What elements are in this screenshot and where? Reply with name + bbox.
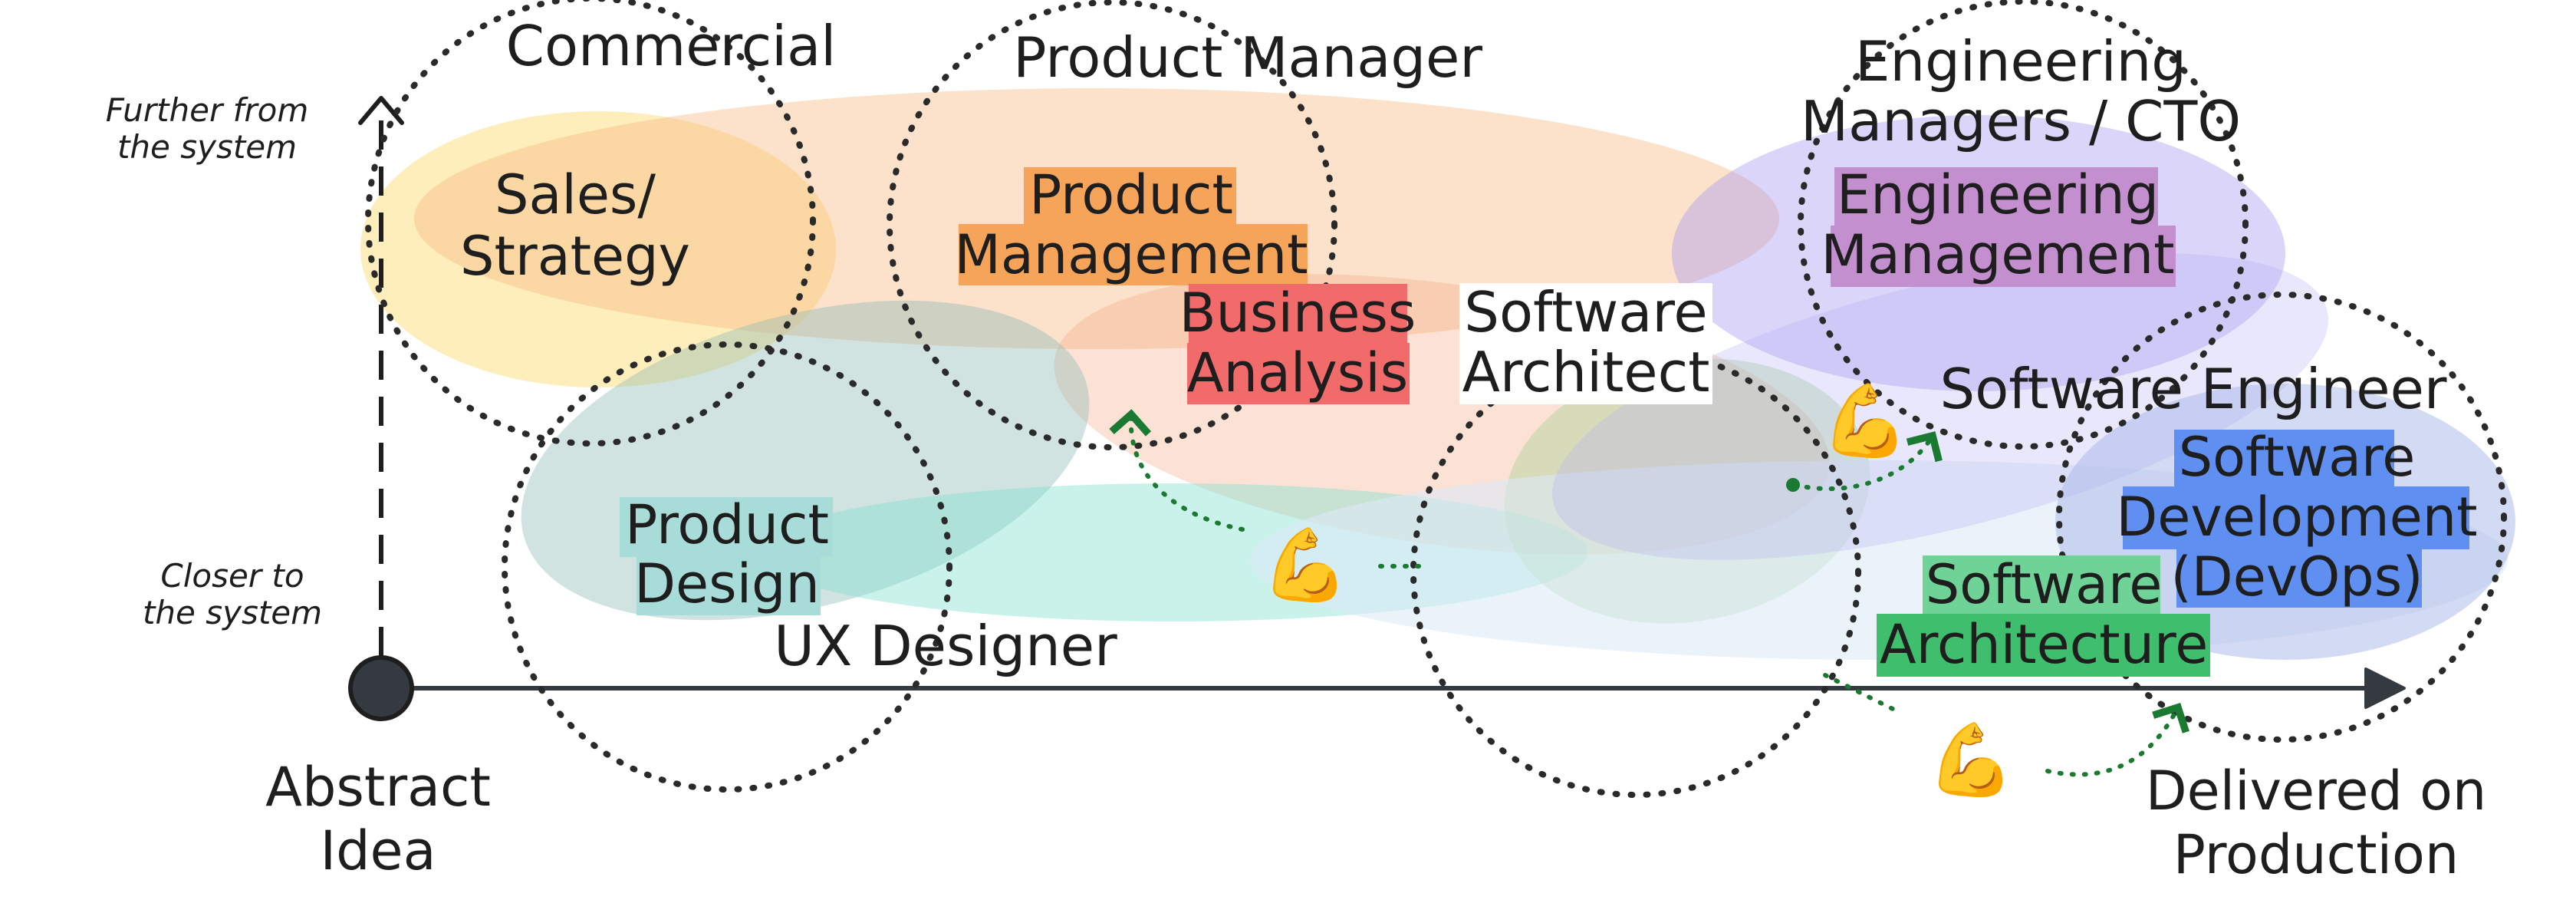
zone-eng-mgmt-diagonal	[1551, 253, 2329, 560]
circle-ux-designer	[502, 341, 952, 793]
area-sales-line2: Strategy	[460, 225, 690, 288]
origin-dot	[348, 655, 414, 721]
growth-arrow-to-production	[2045, 702, 2189, 777]
highlight-architect-label	[1459, 283, 1712, 404]
highlight-devops	[2176, 546, 2422, 608]
growth-icons: 💪 💪 💪	[1262, 381, 2015, 800]
circle-commercial	[365, 0, 816, 447]
area-software-architecture-line2: Architecture	[1880, 613, 2209, 676]
area-engineering-management-line1: Engineering	[1837, 163, 2159, 226]
role-ux-designer: UX Designer	[774, 614, 1117, 678]
role-engineering-managers-line2: Managers / CTO	[1801, 89, 2241, 153]
axis-labels: Further from the system Closer to the sy…	[106, 91, 2487, 886]
area-sales-line1: Sales/	[495, 163, 656, 226]
growth-arrow-start-dot	[1786, 478, 1800, 492]
growth-arrow-architect-tail	[1823, 673, 1904, 716]
circle-engineering-managers	[1798, 0, 2249, 450]
highlight-business	[1189, 284, 1407, 345]
circle-product-manager	[887, 0, 1337, 450]
y-top-label-line2: the system	[117, 128, 297, 166]
highlight-product-design-1	[620, 497, 833, 557]
x-start-label-line2: Idea	[320, 819, 436, 882]
x-start-label-line1: Abstract	[265, 756, 491, 819]
highlight-product-design-2	[637, 555, 821, 615]
area-product-design-line2: Design	[634, 552, 820, 615]
highlight-eng-management	[1831, 226, 2176, 287]
flexed-biceps-icon: 💪	[1262, 525, 1350, 605]
role-product-manager: Product Manager	[1013, 25, 1482, 90]
area-labels: Sales/ Strategy Product Management Busin…	[460, 163, 2478, 676]
y-bottom-label-line1: Closer to	[160, 557, 304, 595]
axes	[348, 96, 2406, 721]
y-axis-arrowhead	[358, 96, 404, 125]
area-business-analysis-line2: Analysis	[1187, 341, 1408, 404]
zone-sales-strategy	[360, 111, 836, 387]
y-bottom-label-line2: the system	[143, 594, 322, 631]
area-business-analysis-line1: Business	[1179, 282, 1416, 344]
role-labels: Commercial Product Manager Engineering M…	[506, 14, 2447, 678]
growth-arrow-to-engineering-managers	[1792, 431, 1943, 492]
highlight-engineering	[1834, 167, 2158, 229]
flexed-biceps-icon: 💪	[1821, 381, 1910, 461]
area-software-development-line3: (DevOps)	[2170, 545, 2423, 608]
area-engineering-management-line2: Management	[1821, 223, 2174, 286]
area-product-design-line1: Product	[625, 493, 829, 556]
growth-arrow-to-business-analysis	[1109, 409, 1245, 532]
highlight-analysis	[1187, 343, 1410, 404]
role-software-engineer: Software Engineer	[1940, 357, 2447, 421]
flexed-biceps-icon: 💪	[1927, 720, 2015, 800]
area-product-management-line2: Management	[954, 223, 1308, 286]
y-top-label-line1: Further from	[106, 91, 309, 129]
area-highlights	[620, 167, 2469, 677]
role-commercial: Commercial	[506, 14, 837, 78]
role-engineering-managers-line1: Engineering	[1855, 29, 2186, 94]
highlight-software	[2174, 430, 2394, 489]
x-axis-arrowhead	[2364, 667, 2406, 709]
circle-software-engineer	[2056, 292, 2507, 743]
area-product-management-line1: Product	[1029, 163, 1233, 226]
highlight-product	[1024, 167, 1236, 227]
x-end-label-line2: Production	[2173, 823, 2459, 886]
highlight-management	[959, 224, 1308, 285]
x-end-label-line1: Delivered on	[2146, 760, 2487, 822]
role-circles	[365, 0, 2507, 798]
highlight-development	[2123, 486, 2469, 549]
highlight-architecture-1	[1923, 555, 2160, 617]
role-software-architect-line2: Architect	[1462, 340, 1710, 404]
highlight-architecture-2	[1877, 614, 2210, 677]
area-software-architecture-line1: Software	[1926, 553, 2163, 616]
area-software-development-line2: Development	[2116, 486, 2477, 549]
role-software-architect-line1: Software	[1464, 280, 1707, 344]
area-software-development-line1: Software	[2179, 426, 2416, 489]
growth-arrows	[1109, 409, 2189, 777]
